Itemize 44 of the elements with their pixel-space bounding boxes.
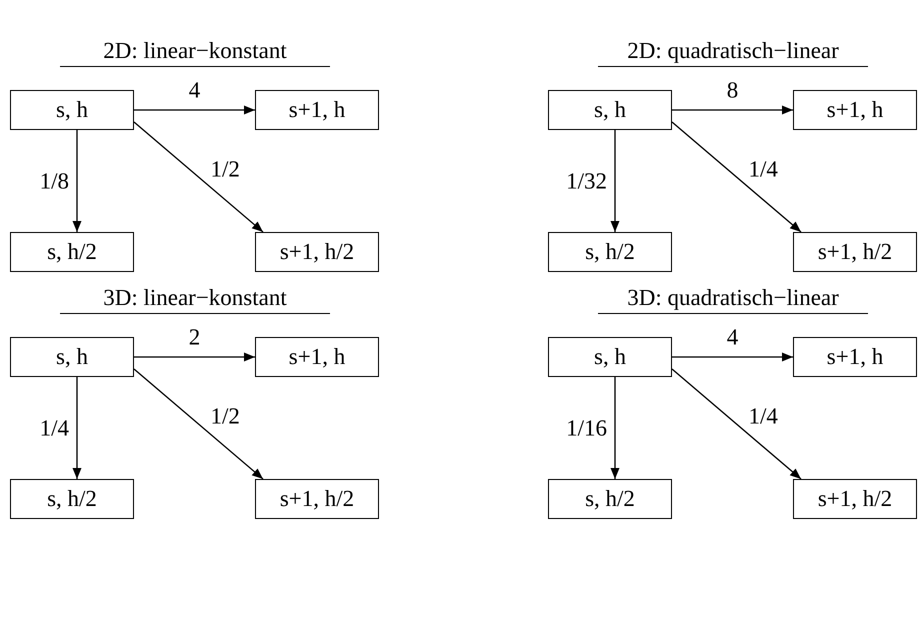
arrow [72, 377, 82, 479]
edge-label: 4 [726, 326, 738, 348]
state-box: s+1, h [255, 90, 379, 130]
arrow [134, 106, 255, 114]
arrow [610, 377, 620, 479]
edge-label: 1/2 [210, 158, 240, 180]
arrow [134, 352, 255, 362]
state-box: s, h [548, 90, 672, 130]
arrow [610, 130, 620, 232]
edge-label: 1/8 [40, 170, 69, 192]
arrow [672, 352, 793, 362]
state-box: s, h [10, 337, 134, 377]
state-box: s, h [10, 90, 134, 130]
state-box: s+1, h [793, 337, 917, 377]
state-box: s+1, h/2 [793, 479, 917, 519]
state-box: s+1, h [255, 337, 379, 377]
state-box: s, h/2 [10, 479, 134, 519]
arrow [134, 122, 264, 232]
edge-label: 1/2 [210, 404, 240, 428]
arrow [672, 122, 802, 232]
arrow [72, 130, 82, 232]
edge-label: 1/4 [40, 416, 69, 440]
arrow [134, 368, 264, 480]
edge-label: 2 [188, 326, 200, 348]
panel-title: 2D: linear−konstant [103, 37, 287, 65]
state-box: s+1, h [793, 90, 917, 130]
edge-label: 1/32 [566, 170, 607, 192]
state-box: s+1, h/2 [255, 479, 379, 519]
state-box: s, h/2 [548, 232, 672, 272]
state-box: s, h/2 [10, 232, 134, 272]
edge-label: 1/4 [748, 404, 778, 428]
state-box: s+1, h/2 [793, 232, 917, 272]
panel-title: 3D: linear−konstant [103, 284, 287, 312]
panel-title: 3D: quadratisch−linear [627, 284, 839, 312]
edge-label: 4 [188, 78, 200, 102]
edge-label: 8 [726, 78, 738, 102]
arrow [672, 106, 793, 114]
state-box: s, h [548, 337, 672, 377]
state-box: s, h/2 [548, 479, 672, 519]
edge-label: 1/4 [748, 158, 778, 180]
arrow [672, 368, 802, 480]
panel-title: 2D: quadratisch−linear [627, 37, 839, 65]
state-box: s+1, h/2 [255, 232, 379, 272]
edge-label: 1/16 [566, 416, 607, 440]
